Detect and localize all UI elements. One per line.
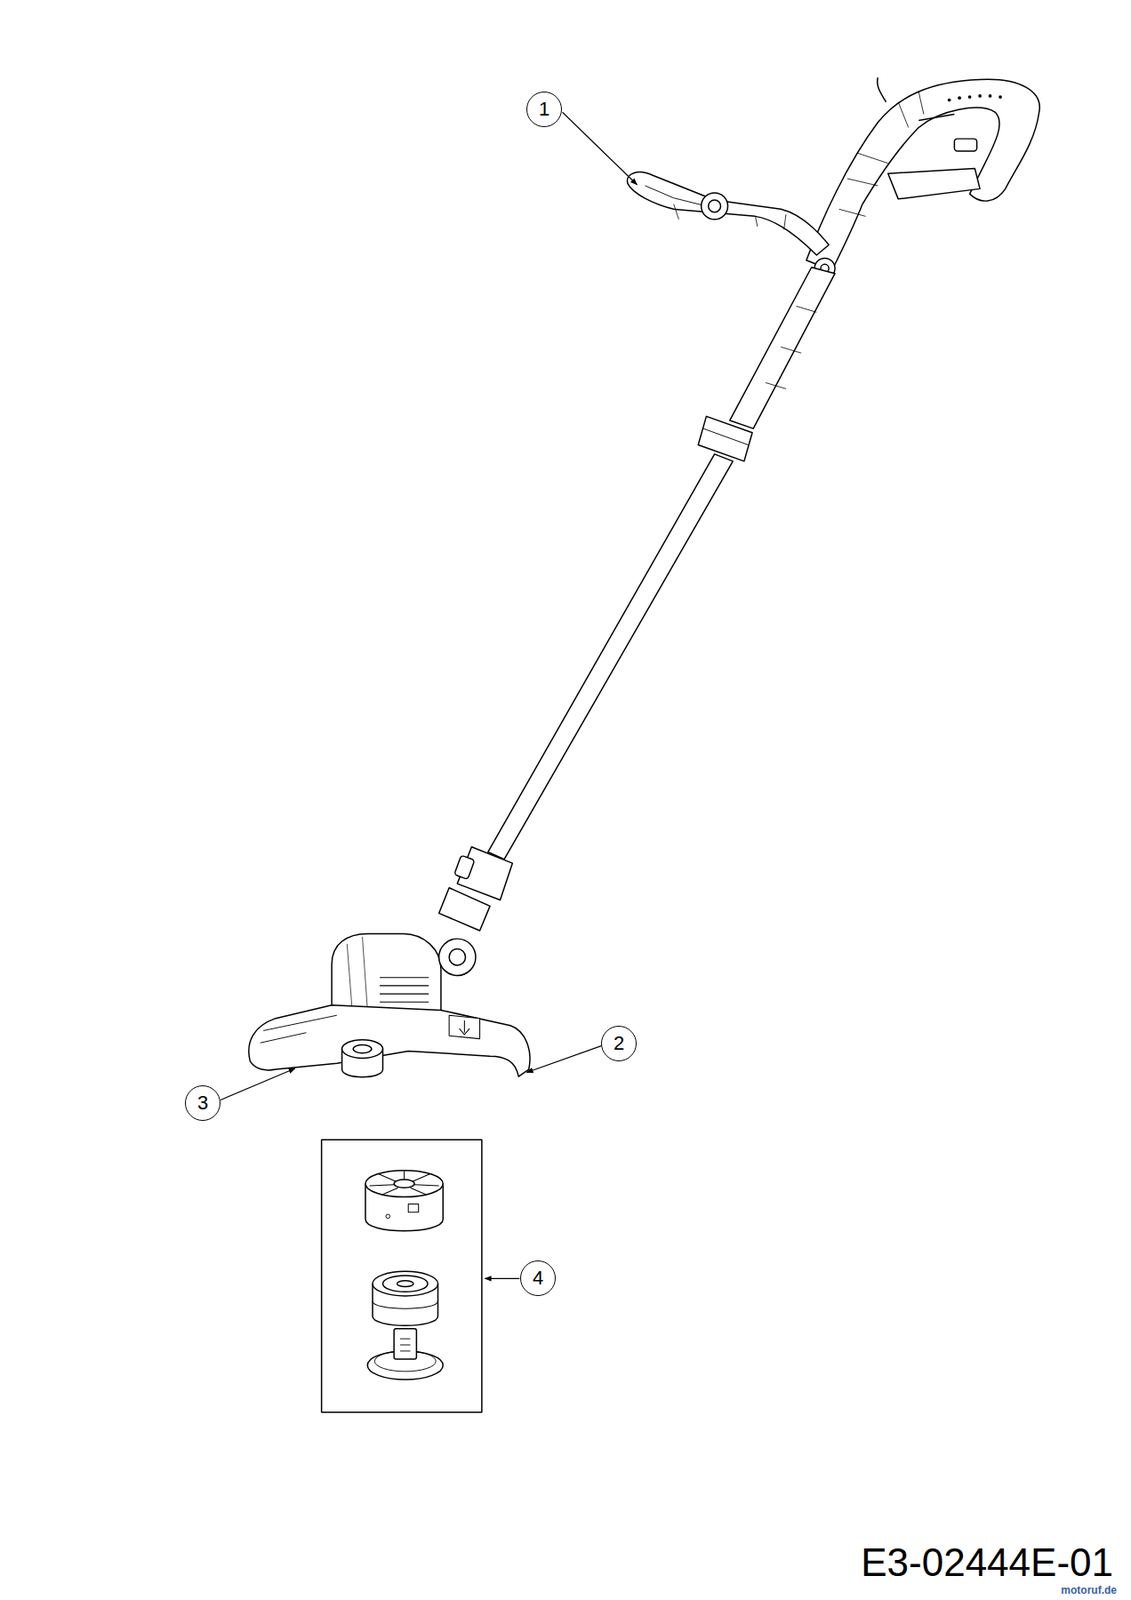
callout-number: 4 — [532, 1268, 544, 1289]
callout-circle: 4 — [520, 1260, 556, 1297]
callout-circle: 1 — [526, 91, 562, 128]
watermark: motoruf.de — [1060, 1585, 1117, 1597]
callout-number: 3 — [197, 1093, 209, 1114]
callout-circle: 2 — [601, 1026, 637, 1062]
drawing-number: E3-02444E-01 — [860, 1543, 1114, 1583]
callout-number: 2 — [613, 1034, 625, 1054]
callout-number: 1 — [538, 99, 550, 120]
callout-circle: 3 — [184, 1085, 221, 1122]
